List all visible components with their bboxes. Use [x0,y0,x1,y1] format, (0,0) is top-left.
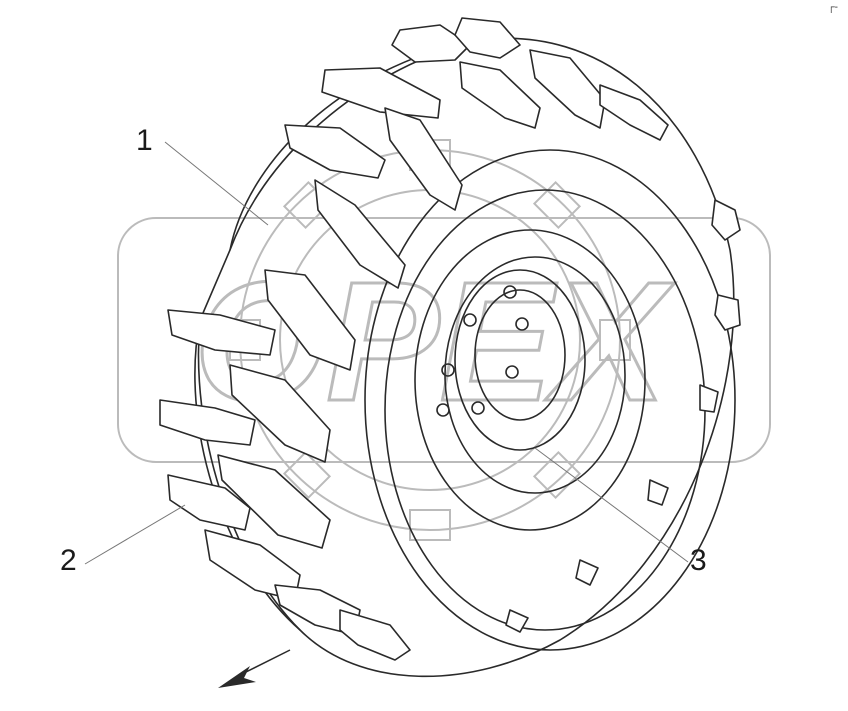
leader-line-3 [534,447,689,563]
tread-lugs [159,17,741,661]
wheel-hub [454,269,586,451]
corner-mark: ┌- [827,2,838,13]
callout-label-3: 3 [690,544,707,577]
callout-label-2: 2 [60,544,77,577]
wheel-rim [414,229,646,531]
callout-label-1: 1 [136,124,153,157]
leader-lines [84,141,689,565]
direction-arrow-icon [218,649,291,688]
bolt-holes [436,285,529,417]
tire-sidewall [364,149,736,651]
leader-line-2 [84,504,186,565]
leader-line-1 [164,141,269,226]
